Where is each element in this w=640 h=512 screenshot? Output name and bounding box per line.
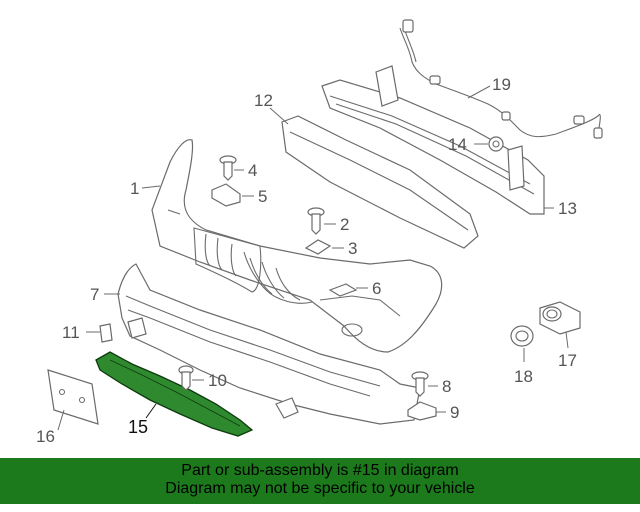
callout-16[interactable]: 16 <box>36 427 55 446</box>
callout-1[interactable]: 1 <box>130 179 140 198</box>
screw-part-4[interactable] <box>219 155 237 181</box>
callout-15[interactable]: 15 <box>128 417 149 437</box>
park-sensor-part-17[interactable] <box>539 301 581 335</box>
part-notice-banner: Part or sub-assembly is #15 in diagram D… <box>0 458 640 504</box>
callout-14[interactable]: 14 <box>448 135 467 154</box>
callout-5[interactable]: 5 <box>258 187 268 206</box>
lower-bumper-part-7[interactable] <box>117 263 421 425</box>
callout-9[interactable]: 9 <box>450 403 460 422</box>
clip-part-9[interactable] <box>407 401 437 421</box>
wiring-harness-part-19[interactable] <box>399 19 603 139</box>
callout-13[interactable]: 13 <box>558 199 577 218</box>
callout-3[interactable]: 3 <box>348 239 358 258</box>
lower-trim-part-15[interactable] <box>95 351 254 437</box>
callout-17[interactable]: 17 <box>558 351 577 370</box>
sensor-ring-part-18[interactable] <box>510 325 534 347</box>
bumper-cover-part-1[interactable] <box>151 139 443 353</box>
screw-part-10[interactable] <box>178 365 194 391</box>
cap-part-6[interactable] <box>328 283 358 297</box>
screw-part-2[interactable] <box>307 207 325 235</box>
bracket-part-5[interactable] <box>211 183 241 207</box>
callout-6[interactable]: 6 <box>372 279 382 298</box>
bumper-carrier-part-13[interactable] <box>321 65 545 215</box>
parts-diagram <box>47 19 603 437</box>
callout-2[interactable]: 2 <box>340 215 350 234</box>
license-bracket-part-16[interactable] <box>47 369 99 425</box>
callout-4[interactable]: 4 <box>248 161 258 180</box>
banner-line-1: Part or sub-assembly is #15 in diagram <box>181 462 459 479</box>
callout-8[interactable]: 8 <box>442 377 452 396</box>
clip-part-11[interactable] <box>99 323 113 343</box>
callout-11[interactable]: 11 <box>62 323 80 342</box>
absorber-part-12[interactable] <box>281 115 479 249</box>
callout-7[interactable]: 7 <box>90 285 100 304</box>
callout-12[interactable]: 12 <box>254 91 273 110</box>
nut-part-14[interactable] <box>488 136 504 152</box>
callout-10[interactable]: 10 <box>208 371 227 390</box>
screw-part-8[interactable] <box>411 371 429 397</box>
callout-18[interactable]: 18 <box>514 367 533 386</box>
clip-part-3[interactable] <box>304 239 332 255</box>
callout-19[interactable]: 19 <box>492 75 511 94</box>
banner-line-2: Diagram may not be specific to your vehi… <box>165 480 475 497</box>
